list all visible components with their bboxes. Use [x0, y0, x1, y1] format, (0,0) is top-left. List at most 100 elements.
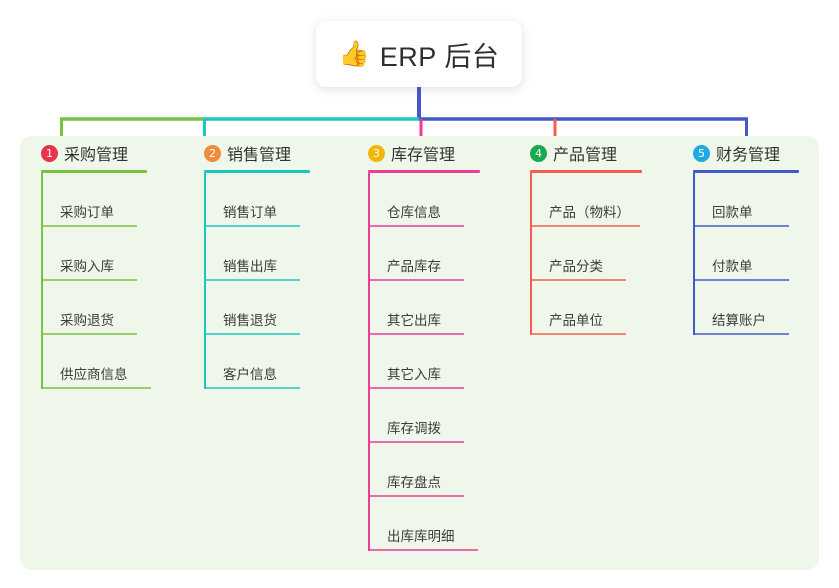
leaf-list-5: 回款单付款单结算账户: [693, 173, 836, 335]
root-node-card[interactable]: 👍 ERP 后台: [316, 21, 522, 87]
leaf-item-label: 库存盘点: [387, 475, 441, 490]
leaf-item-label: 采购退货: [60, 313, 114, 328]
leaf-list-2: 销售订单销售出库销售退货客户信息: [204, 173, 347, 389]
leaf-item-label: 产品分类: [549, 259, 603, 274]
leaf-item[interactable]: 库存调拨: [368, 389, 511, 443]
leaf-item[interactable]: 销售订单: [204, 173, 347, 227]
leaf-item-label: 供应商信息: [60, 367, 128, 382]
branch-column-1: 1 采购管理采购订单采购入库采购退货供应商信息: [20, 136, 184, 389]
leaf-item-underline: [693, 279, 789, 281]
leaf-item[interactable]: 库存盘点: [368, 443, 511, 497]
leaf-item-underline: [204, 387, 300, 389]
leaf-item[interactable]: 产品（物料）: [530, 173, 673, 227]
leaf-item-underline: [204, 333, 300, 335]
leaf-item[interactable]: 其它入库: [368, 335, 511, 389]
leaf-item-underline: [368, 279, 464, 281]
leaf-item-label: 其它入库: [387, 367, 441, 382]
leaf-item[interactable]: 其它出库: [368, 281, 511, 335]
branch-badge-1: 1: [41, 144, 58, 162]
branch-header-3[interactable]: 3 库存管理: [347, 136, 511, 170]
leaf-item-label: 销售出库: [223, 259, 277, 274]
leaf-item-label: 仓库信息: [387, 205, 441, 220]
leaf-item-label: 产品单位: [549, 313, 603, 328]
branch-badge-4: 4: [530, 144, 547, 162]
leaf-item-underline: [368, 495, 464, 497]
branch-column-4: 4 产品管理产品（物料） 产品分类产品单位: [509, 136, 673, 335]
leaf-item-label: 付款单: [712, 259, 753, 274]
leaf-item[interactable]: 采购入库: [41, 227, 184, 281]
branch-title-2: 销售管理: [227, 147, 292, 164]
branch-spine-5: [693, 173, 695, 335]
leaf-item-underline: [368, 225, 464, 227]
leaf-item-underline: [41, 333, 137, 335]
leaf-item-label: 产品库存: [387, 259, 441, 274]
leaf-item-label: 产品（物料）: [549, 205, 630, 220]
leaf-item[interactable]: 付款单: [693, 227, 836, 281]
leaf-item-underline: [368, 441, 464, 443]
leaf-item-underline: [530, 225, 640, 227]
branch-badge-2: 2: [204, 144, 221, 162]
leaf-item[interactable]: 采购退货: [41, 281, 184, 335]
leaf-item-underline: [530, 333, 626, 335]
leaf-item-label: 出库库明细: [387, 529, 455, 544]
leaf-item-underline: [204, 225, 300, 227]
leaf-item-label: 库存调拨: [387, 421, 441, 436]
branch-badge-3: 3: [368, 144, 385, 162]
leaf-item[interactable]: 供应商信息: [41, 335, 184, 389]
branch-column-2: 2 销售管理销售订单销售出库销售退货客户信息: [183, 136, 347, 389]
leaf-item[interactable]: 产品库存: [368, 227, 511, 281]
branch-spine-4: [530, 173, 532, 335]
leaf-item[interactable]: 产品分类: [530, 227, 673, 281]
branch-column-5: 5 财务管理回款单付款单结算账户: [672, 136, 836, 335]
leaf-item[interactable]: 出库库明细: [368, 497, 511, 551]
branch-badge-5: 5: [693, 144, 710, 162]
leaf-list-1: 采购订单采购入库采购退货供应商信息: [41, 173, 184, 389]
branch-column-3: 3 库存管理仓库信息产品库存其它出库其它入库库存调拨库存盘点出库库明细: [347, 136, 511, 551]
leaf-item-underline: [368, 387, 464, 389]
leaf-item[interactable]: 仓库信息: [368, 173, 511, 227]
leaf-item[interactable]: 销售退货: [204, 281, 347, 335]
branch-spine-1: [41, 173, 43, 389]
branch-header-1[interactable]: 1 采购管理: [20, 136, 184, 170]
branch-rule-5: [693, 170, 799, 173]
leaf-item-label: 回款单: [712, 205, 753, 220]
leaf-item-underline: [41, 225, 137, 227]
leaf-item-label: 销售订单: [223, 205, 277, 220]
leaf-item[interactable]: 结算账户: [693, 281, 836, 335]
leaf-item[interactable]: 产品单位: [530, 281, 673, 335]
branch-rule-3: [368, 170, 480, 173]
page-title: ERP 后台: [379, 41, 500, 72]
branch-title-4: 产品管理: [553, 147, 618, 164]
leaf-item[interactable]: 回款单: [693, 173, 836, 227]
leaf-item[interactable]: 销售出库: [204, 227, 347, 281]
branch-title-3: 库存管理: [391, 147, 456, 164]
leaf-item-label: 客户信息: [223, 367, 277, 382]
branch-title-1: 采购管理: [64, 147, 129, 164]
leaf-item-underline: [368, 333, 464, 335]
branch-header-2[interactable]: 2 销售管理: [183, 136, 347, 170]
leaf-list-3: 仓库信息产品库存其它出库其它入库库存调拨库存盘点出库库明细: [368, 173, 511, 551]
leaf-item-label: 采购入库: [60, 259, 114, 274]
leaf-item-label: 结算账户: [712, 313, 766, 328]
leaf-item[interactable]: 客户信息: [204, 335, 347, 389]
branch-spine-2: [204, 173, 206, 389]
leaf-item-underline: [530, 279, 626, 281]
leaf-item[interactable]: 采购订单: [41, 173, 184, 227]
branch-title-5: 财务管理: [716, 147, 781, 164]
branch-spine-3: [368, 173, 370, 551]
content-panel: [20, 136, 819, 570]
leaf-item-underline: [204, 279, 300, 281]
leaf-item-label: 采购订单: [60, 205, 114, 220]
leaf-item-label: 销售退货: [223, 313, 277, 328]
leaf-item-underline: [41, 387, 151, 389]
leaf-list-4: 产品（物料） 产品分类产品单位: [530, 173, 673, 335]
leaf-item-label: 其它出库: [387, 313, 441, 328]
branch-header-5[interactable]: 5 财务管理: [672, 136, 836, 170]
branch-header-4[interactable]: 4 产品管理: [509, 136, 673, 170]
branch-columns: 1 采购管理采购订单采购入库采购退货供应商信息 2 销售管理销售订单销售出库销售退货客…: [20, 136, 819, 570]
leaf-item-underline: [368, 549, 478, 551]
leaf-item-underline: [693, 225, 789, 227]
leaf-item-underline: [693, 333, 789, 335]
branch-rule-1: [41, 170, 147, 173]
